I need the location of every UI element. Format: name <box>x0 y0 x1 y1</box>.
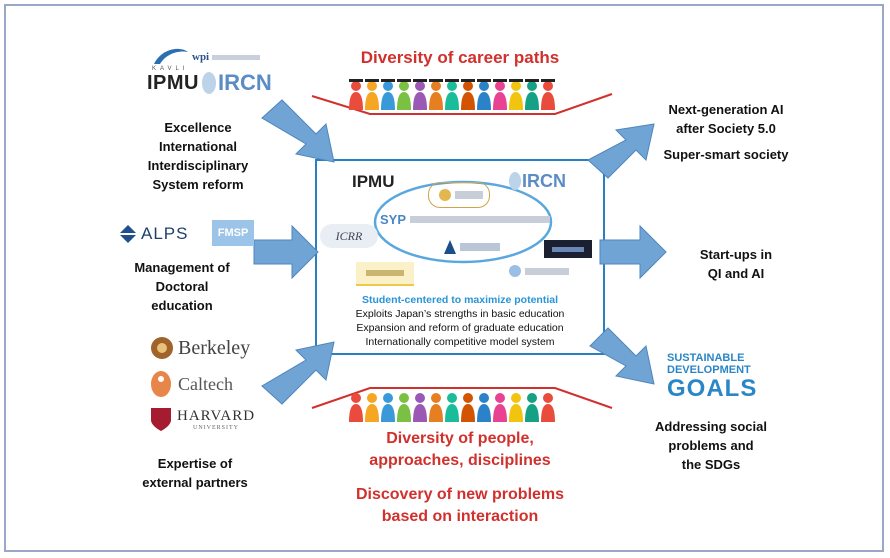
ai-text: Next-generation AI after Society 5.0 <box>668 102 784 136</box>
discovery-text: Discovery of new problems based on inter… <box>355 486 565 525</box>
sdg-logo: SUSTAINABLE DEVELOPMENT GOALS <box>667 352 758 402</box>
berkeley-seal-icon <box>151 337 173 359</box>
person-figure <box>381 79 395 110</box>
center-ircn-logo: IRCN <box>508 170 566 192</box>
arrow-right-middle <box>599 224 667 280</box>
top-people-row <box>349 79 555 110</box>
person-figure <box>541 79 555 110</box>
arrow-right-upper <box>587 123 655 179</box>
alps-mark-icon <box>119 225 137 243</box>
blue-institute-label-bar <box>525 267 569 275</box>
arrow-left-upper <box>261 99 335 163</box>
harvard-shield-icon <box>151 408 171 431</box>
yellow-institute-label-bar <box>366 270 404 276</box>
person-figure <box>381 393 395 422</box>
arrow-left-middle <box>253 224 319 280</box>
person-figure <box>445 393 459 422</box>
person-figure <box>509 79 523 110</box>
bottom-red-outline <box>311 387 613 409</box>
icrr-logo: ICRR <box>320 224 378 248</box>
bottom-people-row <box>349 393 555 422</box>
person-figure <box>477 393 491 422</box>
diversity-text: Diversity of people, approaches, discipl… <box>369 430 551 469</box>
globe-icon <box>509 265 521 277</box>
person-figure <box>349 393 363 422</box>
person-figure <box>397 79 411 110</box>
management-text: Management of Doctoral education <box>134 260 230 313</box>
person-figure <box>493 79 507 110</box>
wpi-swoosh-icon <box>154 48 188 64</box>
ginkgo-icon <box>439 189 451 201</box>
person-figure <box>397 393 411 422</box>
center-institute-logo <box>444 240 500 254</box>
center-univ-logo <box>428 182 490 208</box>
center-text: Student-centered to maximize potential E… <box>330 293 590 349</box>
center-univ-label-bar <box>455 191 483 199</box>
fmsp-logo: FMSP <box>212 220 254 246</box>
sdgs-text: Addressing social problems and the SDGs <box>655 419 767 472</box>
yellow-institute-logo <box>356 262 414 286</box>
center-ipmu-logo: IPMU <box>352 172 395 191</box>
dark-institute-logo <box>544 240 592 258</box>
person-figure <box>445 79 459 110</box>
person-figure <box>525 79 539 110</box>
center-line-2: Expansion and reform of graduate educati… <box>356 322 564 334</box>
person-figure <box>477 79 491 110</box>
person-figure <box>509 393 523 422</box>
graduate-school-label-bar <box>410 216 551 223</box>
person-figure <box>413 393 427 422</box>
wpi-logo: wpi <box>152 46 261 68</box>
arrow-right-lower <box>589 327 655 385</box>
person-figure <box>461 393 475 422</box>
center-brain-icon <box>509 172 521 190</box>
kavli-label: KAVLI <box>152 66 189 72</box>
excellence-text: Excellence International Interdisciplina… <box>147 120 249 192</box>
top-title: Diversity of career paths <box>360 48 560 67</box>
brain-icon <box>202 72 216 94</box>
person-figure <box>493 393 507 422</box>
person-figure <box>429 393 443 422</box>
blue-institute-logo <box>508 264 569 278</box>
caltech-logo: Caltech <box>150 370 233 398</box>
center-line-3: Internationally competitive model system <box>365 336 555 348</box>
person-figure <box>525 393 539 422</box>
berkeley-logo: Berkeley <box>150 336 250 360</box>
arrow-left-lower <box>261 341 335 405</box>
caltech-seal-icon <box>151 371 171 397</box>
person-figure <box>365 393 379 422</box>
person-figure <box>349 79 363 110</box>
ircn-logo: IRCN <box>200 70 272 96</box>
institute-mark-icon <box>444 240 456 254</box>
society-text: Super-smart society <box>663 147 789 162</box>
dark-institute-label-bar <box>552 246 584 252</box>
startups-text: Start-ups in QI and AI <box>699 247 773 281</box>
person-figure <box>429 79 443 110</box>
center-line-1: Exploits Japan’s strengths in basic educ… <box>355 308 565 320</box>
alps-logo: ALPS <box>118 224 188 244</box>
person-figure <box>461 79 475 110</box>
person-figure <box>413 79 427 110</box>
partners-text: Expertise of external partners <box>142 456 248 490</box>
institute-label-bar <box>460 243 500 251</box>
harvard-logo: HARVARD UNIVERSITY <box>150 406 255 432</box>
center-headline: Student-centered to maximize potential <box>361 294 559 306</box>
ipmu-logo: IPMU <box>147 72 199 94</box>
person-figure <box>541 393 555 422</box>
person-figure <box>365 79 379 110</box>
top-red-outline <box>311 93 613 115</box>
wpi-subtitle-bar <box>212 54 261 60</box>
graduate-school-mark: SYP <box>380 212 407 227</box>
center-graduate-school-logo: SYP <box>380 212 551 227</box>
